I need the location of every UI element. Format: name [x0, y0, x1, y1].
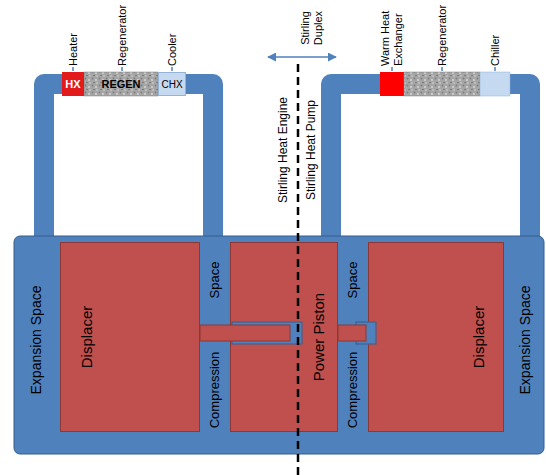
space-label: Expansion Space: [28, 286, 44, 395]
leader-line: [72, 67, 74, 71]
part-label: Cooler: [166, 2, 179, 66]
double-arrow: [268, 56, 336, 58]
displacer-box: Displacer: [60, 242, 200, 432]
cooler-box: CHX: [158, 72, 186, 96]
leader-line: [171, 67, 173, 71]
regenerator-texture: [84, 72, 158, 96]
space-label: Space: [346, 262, 361, 299]
part-name: REGEN: [101, 78, 140, 90]
cylinder-body: [14, 236, 544, 454]
section-label: Stirling Heat Pump: [305, 75, 319, 225]
regenerator-box: REGEN: [84, 72, 158, 96]
part-label: Regenerator: [116, 2, 129, 66]
part-label: Chiller: [489, 2, 502, 66]
leader-line: [121, 67, 123, 71]
warm-heat-exchanger: [380, 72, 404, 96]
leader-line: [441, 67, 443, 71]
space-label: Compression: [208, 352, 223, 429]
leader-line: [494, 67, 496, 71]
displacer-rod: [200, 325, 290, 341]
part-name: Displacer: [79, 306, 96, 369]
gas-pipe: [331, 84, 530, 240]
part-label: Regenerator: [436, 2, 449, 66]
chiller-block: [480, 72, 510, 96]
space-label: Expansion Space: [517, 286, 533, 395]
part-name: CHX: [161, 79, 182, 90]
space-label: Compression: [346, 352, 361, 429]
part-name: Displacer: [471, 306, 488, 369]
section-label: Stirling Heat Engine: [277, 75, 291, 225]
duplex-label: Stirling Duplex: [299, 5, 324, 51]
heater-box: HX: [62, 72, 84, 96]
part-label: Warm Heat Exchanger: [379, 2, 404, 66]
space-label: Space: [208, 262, 223, 299]
part-name: HX: [65, 78, 80, 90]
regenerator-texture: [404, 72, 480, 96]
divider-line: [297, 64, 300, 475]
leader-line: [391, 67, 393, 71]
gas-pipe: [44, 84, 213, 240]
part-name: Power Piston: [311, 293, 328, 381]
piston-rod: [338, 325, 366, 341]
part-label: Heater: [67, 2, 80, 66]
displacer-box: Displacer: [368, 242, 504, 432]
